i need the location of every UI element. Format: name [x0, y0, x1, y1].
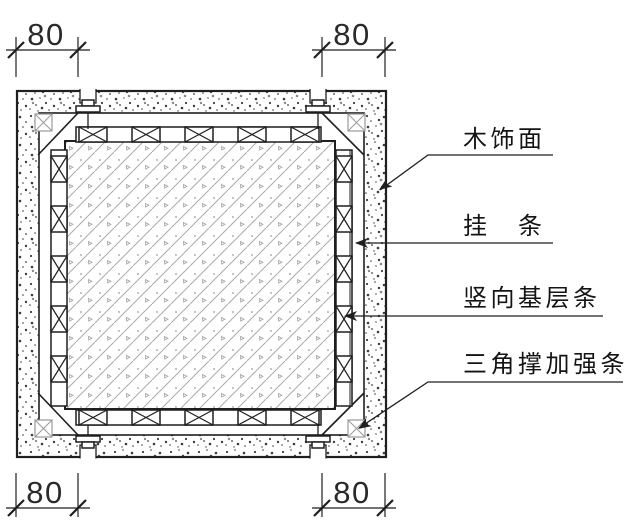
- annotation-wood-veneer: 木饰面: [379, 126, 553, 191]
- batten-x-right-column: [335, 155, 353, 383]
- hanging-clip-bottom-left: [75, 425, 101, 449]
- dimension-bottom-left: 80: [6, 473, 90, 517]
- triangle-braces: [37, 112, 365, 436]
- hanging-clips: [75, 99, 331, 449]
- dim-value: 80: [333, 475, 370, 510]
- batten-x-left-column: [50, 155, 68, 383]
- batten-x-top-row: [78, 126, 320, 143]
- label-triangle-brace-strip: 三角撑加强条: [463, 351, 628, 378]
- annotation-hanging-strip: 挂 条: [355, 213, 553, 248]
- hanging-clip-top-left: [75, 99, 101, 129]
- label-vertical-base-strip: 竖向基层条: [463, 285, 601, 312]
- batten-x-bottom-row: [78, 409, 320, 426]
- leader-arrow: [344, 311, 357, 321]
- dimension-top-right: 80: [312, 17, 396, 77]
- annotation-triangle-brace-strip: 三角撑加强条: [358, 351, 628, 429]
- leader-arrow: [379, 178, 393, 190]
- leader-arrow: [355, 238, 368, 248]
- dim-value: 80: [27, 17, 64, 52]
- hanging-clip-bottom-right: [305, 425, 331, 449]
- label-wood-veneer: 木饰面: [463, 126, 546, 153]
- corner-blocks: [34, 113, 366, 438]
- hanging-clip-top-right: [305, 99, 331, 129]
- label-hanging-strip: 挂 条: [463, 213, 546, 240]
- leader-arrow: [358, 417, 372, 429]
- dim-value: 80: [26, 475, 63, 510]
- concrete-core: [64, 140, 336, 410]
- dim-value: 80: [333, 17, 370, 52]
- wood-veneer-band: [15, 89, 388, 459]
- dimension-top-left: 80: [6, 17, 90, 77]
- annotation-vertical-base-strip: 竖向基层条: [344, 285, 603, 321]
- dimension-bottom-right: 80: [312, 473, 396, 517]
